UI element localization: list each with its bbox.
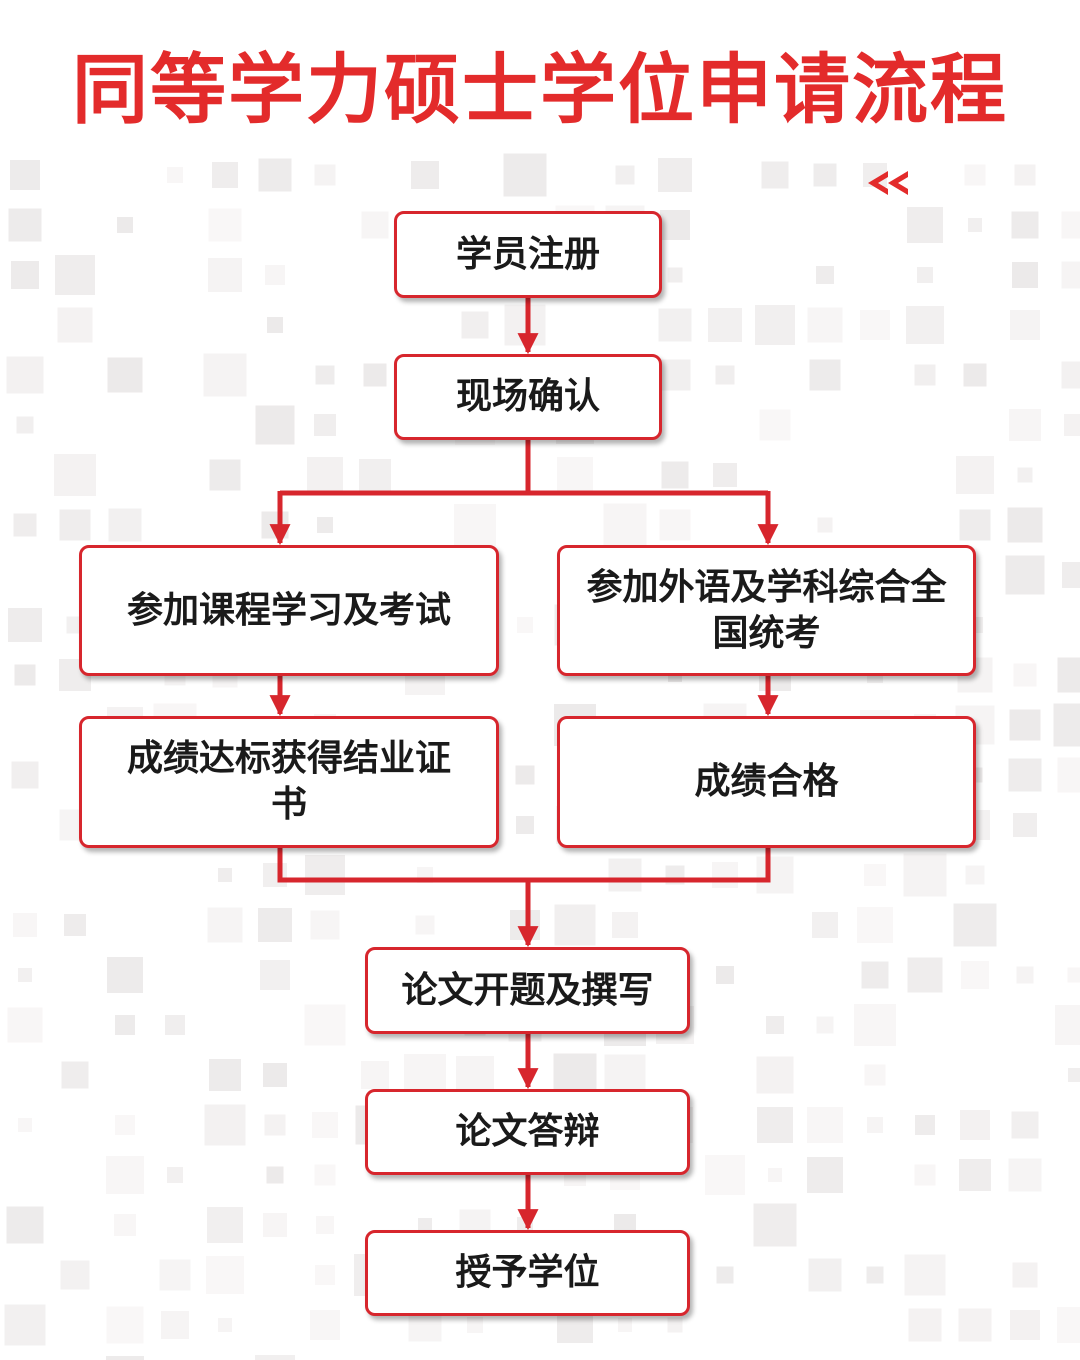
step-thesis-defense: 论文答辩: [365, 1089, 690, 1175]
step-onsite-confirm: 现场确认: [394, 354, 662, 440]
step-unified-exam: 参加外语及学科综合全国统考: [557, 545, 976, 676]
step-score-pass: 成绩合格: [557, 716, 976, 848]
connector-merge-bar: [277, 848, 771, 883]
step-register: 学员注册: [394, 211, 662, 298]
step-thesis-writing: 论文开题及撰写: [365, 947, 690, 1034]
step-grant-degree: 授予学位: [365, 1230, 690, 1316]
step-course-study-exam: 参加课程学习及考试: [79, 545, 499, 676]
double-chevron-left-icon: [868, 171, 908, 195]
page-title: 同等学力硕士学位申请流程: [72, 45, 1008, 134]
step-certificate: 成绩达标获得结业证书: [79, 716, 499, 848]
